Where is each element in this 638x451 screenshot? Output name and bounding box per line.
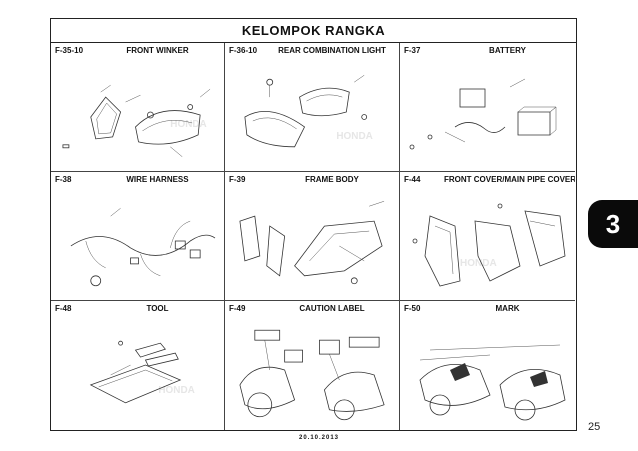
parts-catalog-frame: KELOMPOK RANGKA F-35-10 FRONT WINKER HON…: [50, 18, 577, 431]
cell-code: F-39: [229, 175, 246, 184]
cell-name: WIRE HARNESS: [126, 175, 189, 184]
honda-watermark: HONDA: [158, 385, 194, 396]
front-winker-diagram: HONDA: [62, 84, 211, 157]
honda-watermark: HONDA: [170, 119, 206, 130]
rear-combination-light-diagram: HONDA: [244, 75, 373, 148]
cell-battery[interactable]: F-37 BATTERY: [400, 43, 575, 172]
cell-front-cover-main-pipe-cover[interactable]: F-44 FRONT COVER/MAIN PIPE COVER HONDA: [400, 172, 575, 301]
cell-code: F-49: [229, 304, 246, 313]
caution-label-diagram: [239, 329, 385, 421]
wire-harness-diagram: [70, 208, 216, 287]
page-number: 25: [588, 421, 601, 433]
cell-name: CAUTION LABEL: [299, 304, 365, 313]
cell-caution-label[interactable]: F-49 CAUTION LABEL: [225, 301, 400, 430]
cell-wire-harness[interactable]: F-38 WIRE HARNESS: [51, 172, 225, 301]
chapter-tab-number: 3: [605, 208, 621, 239]
cell-code: F-37: [404, 46, 421, 55]
cell-name: MARK: [495, 304, 520, 313]
front-cover-diagram: HONDA: [412, 203, 566, 287]
cell-name: FRONT WINKER: [126, 46, 189, 55]
mark-diagram: [419, 344, 566, 421]
cell-front-winker[interactable]: F-35-10 FRONT WINKER HONDA: [51, 43, 225, 172]
cell-code: F-48: [55, 304, 72, 313]
parts-grid: F-35-10 FRONT WINKER HONDA F-36-10 REAR …: [51, 43, 576, 430]
cell-name: TOOL: [146, 304, 169, 313]
cell-code: F-38: [55, 175, 72, 184]
frame-body-diagram: [239, 201, 385, 285]
cell-code: F-36-10: [229, 46, 258, 55]
cell-code: F-35-10: [55, 46, 84, 55]
cell-frame-body[interactable]: F-39 FRAME BODY: [225, 172, 400, 301]
cell-name: FRAME BODY: [305, 175, 359, 184]
cell-mark[interactable]: F-50 MARK: [400, 301, 575, 430]
tool-diagram: HONDA: [89, 340, 195, 404]
cell-tool[interactable]: F-48 TOOL HONDA: [51, 301, 225, 430]
honda-watermark: HONDA: [336, 131, 372, 142]
footer-date: 20.10.2013: [298, 435, 340, 441]
cell-code: F-50: [404, 304, 421, 313]
page-title: KELOMPOK RANGKA: [51, 19, 576, 43]
cell-name: FRONT COVER/MAIN PIPE COVER: [444, 175, 575, 184]
cell-name: REAR COMBINATION LIGHT: [278, 46, 386, 55]
cell-name: BATTERY: [489, 46, 526, 55]
honda-watermark: HONDA: [460, 258, 497, 269]
chapter-tab: 3: [588, 200, 638, 248]
cell-rear-combination-light[interactable]: F-36-10 REAR COMBINATION LIGHT HONDA: [225, 43, 400, 172]
cell-code: F-44: [404, 175, 421, 184]
battery-diagram: [409, 78, 557, 150]
